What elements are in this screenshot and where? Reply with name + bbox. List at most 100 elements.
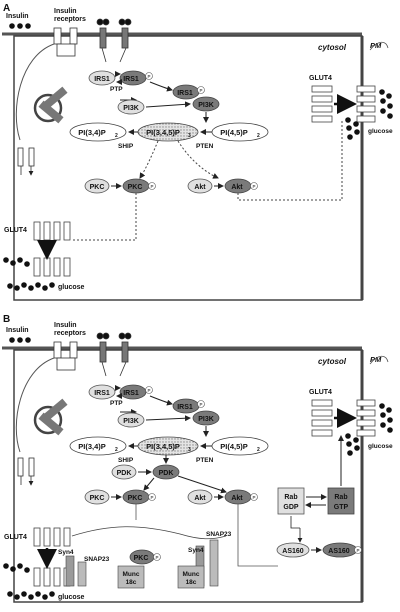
- glut4-label-left-a: GLUT4: [4, 227, 27, 234]
- svg-text:P: P: [252, 184, 255, 189]
- svg-text:PI3K: PI3K: [198, 102, 214, 109]
- svg-text:IRS1: IRS1: [123, 76, 139, 83]
- svg-text:PKC: PKC: [90, 495, 105, 502]
- pi3k-node-b: [117, 412, 145, 428]
- endocytosis-path-a: [15, 43, 55, 141]
- svg-text:IRS1: IRS1: [94, 390, 110, 397]
- svg-text:P: P: [199, 402, 202, 407]
- pi3k-right-node-a: [192, 96, 220, 112]
- pm-label-b: PM: [370, 355, 382, 364]
- svg-text:AS160: AS160: [328, 548, 350, 555]
- munc18c-label-left-b-line1: Munc: [123, 571, 140, 578]
- syn4-label-right-b: Syn4: [188, 547, 204, 554]
- pkc-node-b: [84, 489, 110, 505]
- panel-a-letter: A: [3, 3, 10, 14]
- ptp-label-b: PTP: [110, 400, 123, 407]
- glut4-vesicle-left-a: [33, 221, 71, 277]
- munc18c-label-right-b-line1: Munc: [183, 571, 200, 578]
- svg-text:PI(4,5)P: PI(4,5)P: [220, 128, 248, 137]
- pkc-node-a: [84, 178, 110, 194]
- svg-text:Akt: Akt: [194, 495, 206, 502]
- insulin-label-a: Insulin: [6, 13, 29, 20]
- insulin-label-b: Insulin: [6, 327, 29, 334]
- svg-text:P: P: [155, 555, 158, 560]
- pm-label-a: PM: [370, 41, 382, 50]
- pi34p2-node-b: [69, 436, 127, 456]
- rab-gtp-node-b: [327, 487, 355, 515]
- svg-text:IRS1: IRS1: [177, 404, 193, 411]
- endosome-b: [33, 398, 68, 436]
- svg-text:2: 2: [257, 133, 260, 139]
- irs1-node-b: [88, 384, 116, 400]
- svg-text:2: 2: [257, 447, 260, 453]
- snare-complex-left-b: [65, 555, 145, 589]
- svg-text:PI(3,4)P: PI(3,4)P: [78, 128, 106, 137]
- as160-node-b: [276, 542, 310, 558]
- svg-text:2: 2: [115, 133, 118, 139]
- svg-text:AS160: AS160: [282, 548, 304, 555]
- rab-gdp-node-b: [277, 487, 305, 515]
- pten-label-a: PTEN: [196, 143, 214, 150]
- ship-label-b: SHIP: [118, 457, 134, 464]
- snare-complex-right-b: [177, 539, 219, 589]
- cytosol-label-b: cytosol: [318, 357, 347, 366]
- pdk-node-b: [111, 464, 137, 480]
- svg-text:PDK: PDK: [117, 470, 132, 477]
- panel-b-letter: B: [3, 314, 10, 325]
- svg-text:P: P: [150, 495, 153, 500]
- glut4-vesicle-right-a: [311, 85, 376, 123]
- svg-text:GTP: GTP: [334, 504, 349, 511]
- svg-text:P: P: [356, 548, 359, 553]
- svg-text:PI(3,4,5)P: PI(3,4,5)P: [146, 442, 180, 451]
- svg-text:PKC: PKC: [128, 495, 143, 502]
- endosome-a: [33, 86, 68, 124]
- svg-text:P: P: [252, 495, 255, 500]
- pi3k-right-node-b: [192, 410, 220, 426]
- insulin-molecules-b: [9, 337, 31, 343]
- svg-text:Akt: Akt: [231, 184, 243, 191]
- svg-text:PI(3,4)P: PI(3,4)P: [78, 442, 106, 451]
- svg-text:Rab: Rab: [284, 494, 297, 501]
- svg-text:Akt: Akt: [194, 184, 206, 191]
- cytosol-label-a: cytosol: [318, 43, 347, 52]
- glucose-label-right-b: glucose: [368, 443, 393, 450]
- svg-text:3: 3: [188, 133, 191, 139]
- insulin-receptors-a: [53, 18, 132, 63]
- svg-text:P: P: [147, 388, 150, 393]
- svg-text:IRS1: IRS1: [177, 90, 193, 97]
- svg-text:P: P: [150, 184, 153, 189]
- glucose-molecules-bottom-b: [3, 563, 55, 600]
- insulin-receptors-b: [53, 332, 132, 377]
- pi34p2-node-a: [69, 122, 127, 142]
- syn4-label-left-b: Syn4: [58, 549, 74, 556]
- svg-text:PDK: PDK: [159, 470, 174, 477]
- svg-text:IRS1: IRS1: [123, 390, 139, 397]
- panel-a: A Insulin Insulin receptors: [2, 3, 393, 301]
- svg-text:PI3K: PI3K: [123, 418, 139, 425]
- glucose-molecules-right-a: [345, 89, 393, 140]
- glut4-label-right-a: GLUT4: [309, 75, 332, 82]
- svg-text:Rab: Rab: [334, 494, 347, 501]
- pdk-phospho-node-b: [152, 464, 180, 480]
- svg-text:P: P: [147, 74, 150, 79]
- svg-text:PI(3,4,5)P: PI(3,4,5)P: [146, 128, 180, 137]
- receptors-label-b-line1: Insulin: [54, 322, 77, 329]
- svg-text:PI3K: PI3K: [123, 105, 139, 112]
- receptors-label-a-line1: Insulin: [54, 8, 77, 15]
- akt-node-a: [187, 178, 213, 194]
- svg-text:IRS1: IRS1: [94, 76, 110, 83]
- svg-text:Akt: Akt: [231, 495, 243, 502]
- glucose-molecules-right-b: [345, 403, 393, 456]
- glut4-label-right-b: GLUT4: [309, 389, 332, 396]
- svg-text:2: 2: [115, 447, 118, 453]
- svg-text:PKC: PKC: [90, 184, 105, 191]
- svg-text:PI(4,5)P: PI(4,5)P: [220, 442, 248, 451]
- snap23-label-left-b: SNAP23: [84, 556, 110, 563]
- recycling-receptors-a: [17, 147, 34, 175]
- ptp-label-a: PTP: [110, 86, 123, 93]
- receptors-label-b-line2: receptors: [54, 330, 86, 337]
- snap23-label-right-b: SNAP23: [206, 531, 232, 538]
- glucose-label-bottom-a: glucose: [58, 284, 85, 291]
- svg-text:P: P: [199, 88, 202, 93]
